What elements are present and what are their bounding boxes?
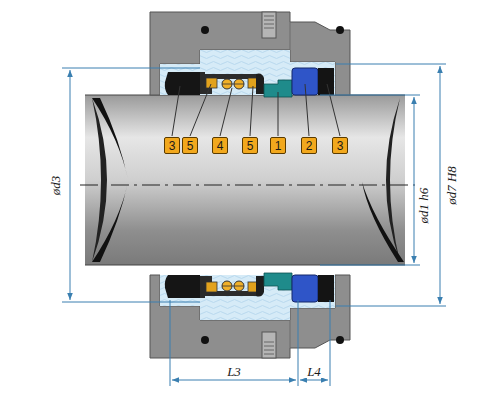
callout-number: 3 [169, 139, 176, 153]
callout-number: 5 [247, 139, 254, 153]
callout-number: 4 [217, 139, 224, 153]
callout-number: 5 [187, 139, 194, 153]
callout-number: 2 [306, 139, 313, 153]
dimension-label: L4 [305, 365, 323, 378]
callout-box: 3 [332, 137, 348, 154]
callout-box: 4 [212, 137, 228, 154]
callout-box: 5 [242, 137, 258, 154]
callout-box: 3 [164, 137, 180, 154]
callout-box: 2 [301, 137, 317, 154]
callout-number: 3 [337, 139, 344, 153]
dimension-label: ød3 [50, 173, 63, 197]
callout-box: 1 [270, 137, 286, 154]
dimension-label: L3 [225, 365, 243, 378]
dimension-label: ød7 H8 [444, 164, 457, 207]
callout-number: 1 [275, 139, 282, 153]
callout-box: 5 [182, 137, 198, 154]
dimension-label: ød1 h6 [418, 185, 431, 225]
